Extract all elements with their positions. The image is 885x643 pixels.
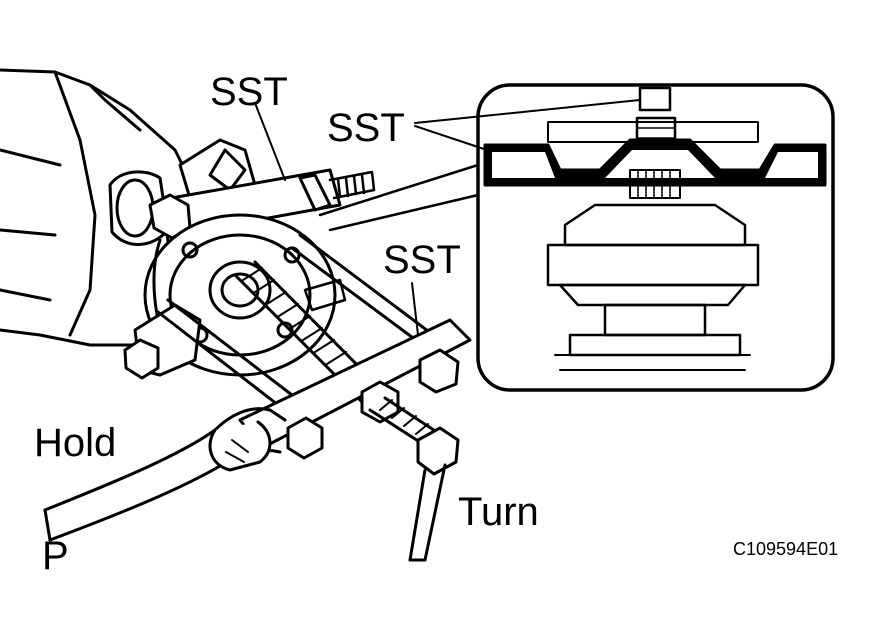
sst-label-top: SST xyxy=(210,70,288,114)
hold-wrench xyxy=(43,407,287,542)
turn-screw xyxy=(368,396,460,562)
p-label: P xyxy=(42,534,69,578)
turn-label: Turn xyxy=(458,490,539,534)
sst-leader-right xyxy=(411,282,419,336)
figure-code: C109594E01 xyxy=(733,539,839,559)
sst-label-right: SST xyxy=(383,238,461,282)
puller-crossbar xyxy=(238,318,472,460)
upper-screw xyxy=(328,170,376,200)
sst-puller-upper xyxy=(148,168,376,240)
sst-label-inset: SST xyxy=(327,106,405,150)
inset-detail xyxy=(414,83,835,392)
lower-bracket xyxy=(123,303,202,380)
inset-leader-lines xyxy=(318,163,480,232)
hold-label: Hold xyxy=(34,421,117,465)
sst-leader-top xyxy=(254,102,286,181)
